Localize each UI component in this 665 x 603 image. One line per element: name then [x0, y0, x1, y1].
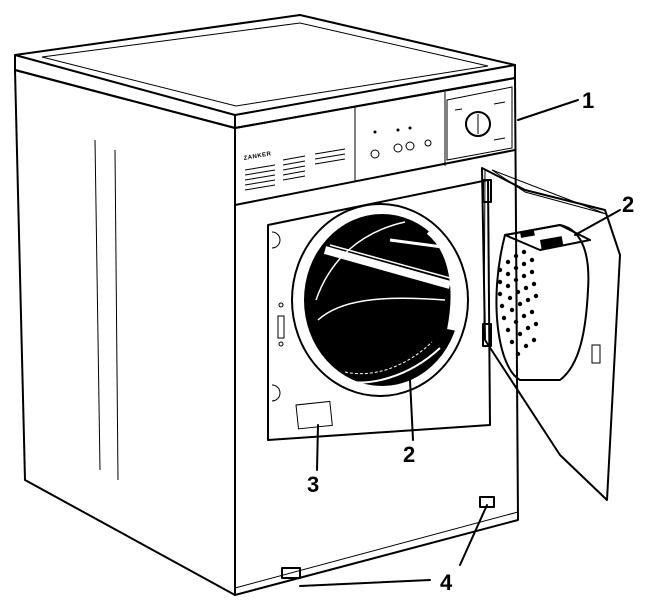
callout-2-drum: 2 [403, 442, 415, 467]
callout-3: 3 [307, 472, 319, 497]
callout-1: 1 [582, 88, 594, 113]
brand-logo: ZANKER [243, 151, 272, 162]
dryer-top [14, 14, 516, 129]
rating-plate [295, 400, 333, 430]
dryer-left-side [14, 69, 236, 596]
door [481, 167, 621, 501]
control-buttons [370, 126, 432, 159]
control-dial [446, 86, 513, 161]
filter-holes [497, 249, 539, 357]
control-panel-label-lines [244, 148, 346, 191]
dryer-front: ZANKER [234, 77, 519, 596]
callout-2-door: 2 [622, 192, 634, 217]
door-filter [495, 224, 591, 381]
drum [291, 203, 469, 397]
adjustable-feet [281, 496, 495, 579]
callout-4: 4 [440, 570, 453, 595]
callout-lines [299, 99, 621, 587]
